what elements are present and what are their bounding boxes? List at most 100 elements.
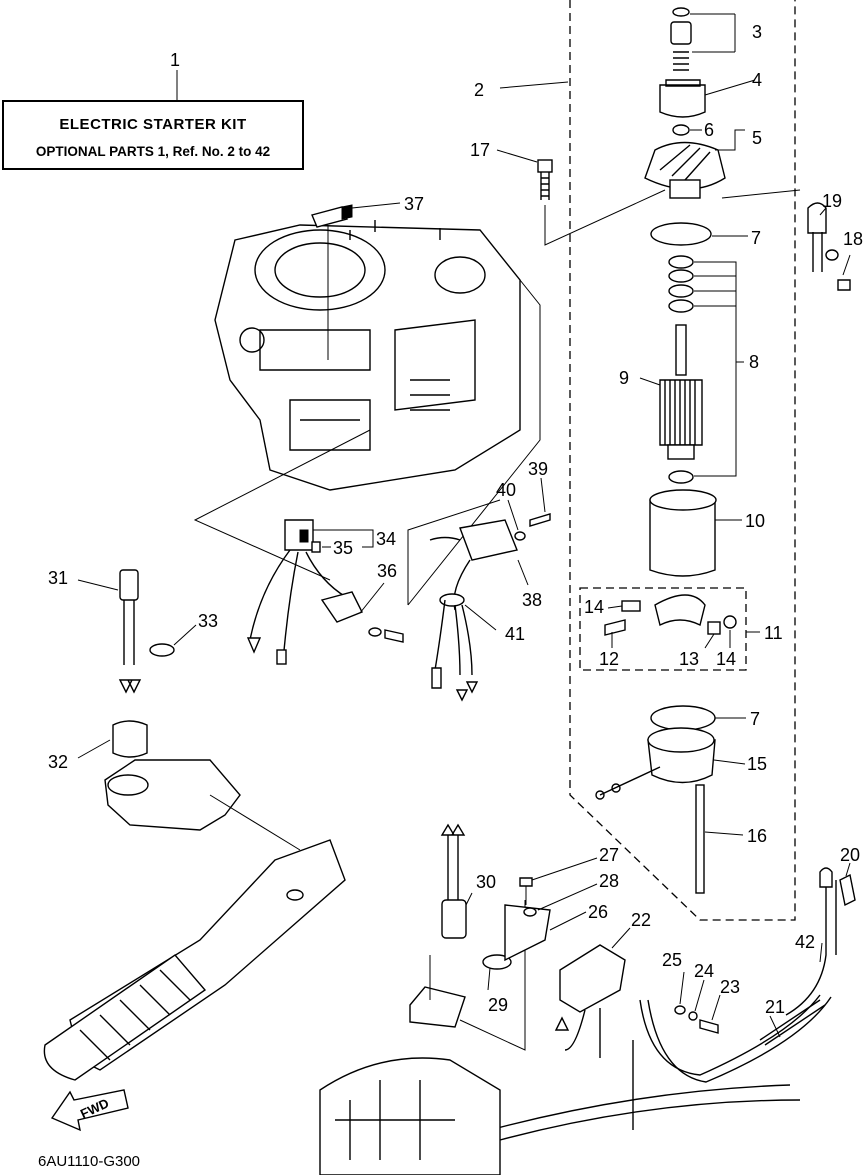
sensor-30-wires xyxy=(447,830,459,900)
starter-relay-22 xyxy=(559,944,626,1013)
cap-37 xyxy=(311,206,348,228)
washer-8a xyxy=(668,255,694,269)
leader-40 xyxy=(507,499,519,531)
leader-9 xyxy=(639,377,661,386)
switch-31 xyxy=(119,569,139,601)
leader-26 xyxy=(549,911,587,931)
callout-3: 3 xyxy=(752,22,762,42)
bracket-36 xyxy=(320,591,363,623)
clamp-41 xyxy=(439,593,465,607)
leader-32 xyxy=(77,739,111,759)
leader-5a xyxy=(715,129,745,151)
callout-35: 35 xyxy=(333,538,353,558)
armature-shaft xyxy=(675,324,687,376)
callout-10: 10 xyxy=(745,511,765,531)
bolt-23 xyxy=(699,1019,719,1034)
brush-13 xyxy=(707,621,721,635)
kit-title: ELECTRIC STARTER KIT xyxy=(59,116,247,133)
washer-18 xyxy=(825,249,839,261)
clamp-33 xyxy=(149,643,175,657)
lower-cowling xyxy=(319,1057,501,1175)
pinion-teeth xyxy=(665,79,701,87)
rectifier-leader-box xyxy=(407,499,501,605)
terminal-41b xyxy=(455,681,479,702)
bolt-17-head xyxy=(537,159,553,173)
callout-39: 39 xyxy=(528,459,548,479)
harness-route-line-2 xyxy=(193,429,371,581)
relay-22-terminal xyxy=(554,1016,570,1031)
leader-30 xyxy=(465,892,473,906)
leader-2 xyxy=(499,81,569,89)
leader-22 xyxy=(611,927,631,949)
callout-7b: 7 xyxy=(750,709,760,729)
leader-13 xyxy=(704,633,715,649)
yoke-top xyxy=(649,489,717,511)
callout-13: 13 xyxy=(679,649,699,669)
terminal-20a xyxy=(819,867,833,888)
callout-26: 26 xyxy=(588,902,608,922)
callout-15: 15 xyxy=(747,754,767,774)
starter-assembly-boundary xyxy=(569,0,796,921)
callout-24: 24 xyxy=(694,961,714,981)
callout-12: 12 xyxy=(599,649,619,669)
battery-cable-42 xyxy=(785,880,837,1016)
sensor-30-terminals xyxy=(440,823,466,836)
callout-20: 20 xyxy=(840,845,860,865)
rear-cover-top xyxy=(647,727,715,753)
lead-terminal-19 xyxy=(807,202,827,234)
leader-15 xyxy=(713,759,746,765)
bolt-17-path xyxy=(544,189,666,246)
leader-37 xyxy=(351,202,401,209)
bracket-26 xyxy=(504,904,551,962)
callout-1: 1 xyxy=(170,50,180,70)
leader-41 xyxy=(464,604,497,631)
callout-37: 37 xyxy=(404,194,424,214)
bracket-ribs xyxy=(659,144,711,181)
leader-33 xyxy=(173,624,197,646)
leader-8-bracket xyxy=(694,261,737,477)
callout-9: 9 xyxy=(619,368,629,388)
leader-21 xyxy=(769,1015,781,1038)
harness-route-line xyxy=(407,279,541,606)
screw-12 xyxy=(604,619,626,636)
washer-28 xyxy=(523,907,537,917)
callout-7a: 7 xyxy=(751,228,761,248)
cable-21-coil xyxy=(759,999,826,1046)
callout-28: 28 xyxy=(599,871,619,891)
brush-14a xyxy=(621,600,641,612)
callout-14a: 14 xyxy=(584,597,604,617)
callout-42: 42 xyxy=(795,932,815,952)
sensor-30 xyxy=(441,899,467,939)
callout-41: 41 xyxy=(505,624,525,644)
leader-4 xyxy=(704,79,756,96)
fwd-arrow-icon: FWD xyxy=(50,1089,129,1132)
leader-28 xyxy=(537,883,598,911)
relay-22-wires xyxy=(564,1008,601,1058)
callout-14b: 14 xyxy=(716,649,736,669)
leader-36 xyxy=(359,582,385,614)
armature-windings xyxy=(664,380,696,445)
stopper-collar xyxy=(670,21,692,45)
harness-lower-run xyxy=(489,1084,801,1141)
callout-17: 17 xyxy=(470,140,490,160)
leader-16 xyxy=(704,831,744,836)
brush-holder-boundary xyxy=(579,587,747,671)
callout-30: 30 xyxy=(476,872,496,892)
callout-6: 6 xyxy=(704,120,714,140)
power-head-block xyxy=(214,220,521,491)
callout-29: 29 xyxy=(488,995,508,1015)
leader-20 xyxy=(845,862,851,877)
callout-32: 32 xyxy=(48,752,68,772)
brush-14b xyxy=(723,615,737,629)
callout-27: 27 xyxy=(599,845,619,865)
leader-38 xyxy=(517,559,529,586)
callout-19: 19 xyxy=(822,191,842,211)
diagram-code: 6AU1110-G300 xyxy=(38,1153,141,1170)
mount-bracket-lower xyxy=(409,986,466,1028)
cap-37-end xyxy=(341,204,353,220)
rectifier-38 xyxy=(459,519,518,561)
leader-24 xyxy=(694,979,705,1012)
screws-15 xyxy=(595,766,661,800)
leader-17 xyxy=(496,149,538,163)
